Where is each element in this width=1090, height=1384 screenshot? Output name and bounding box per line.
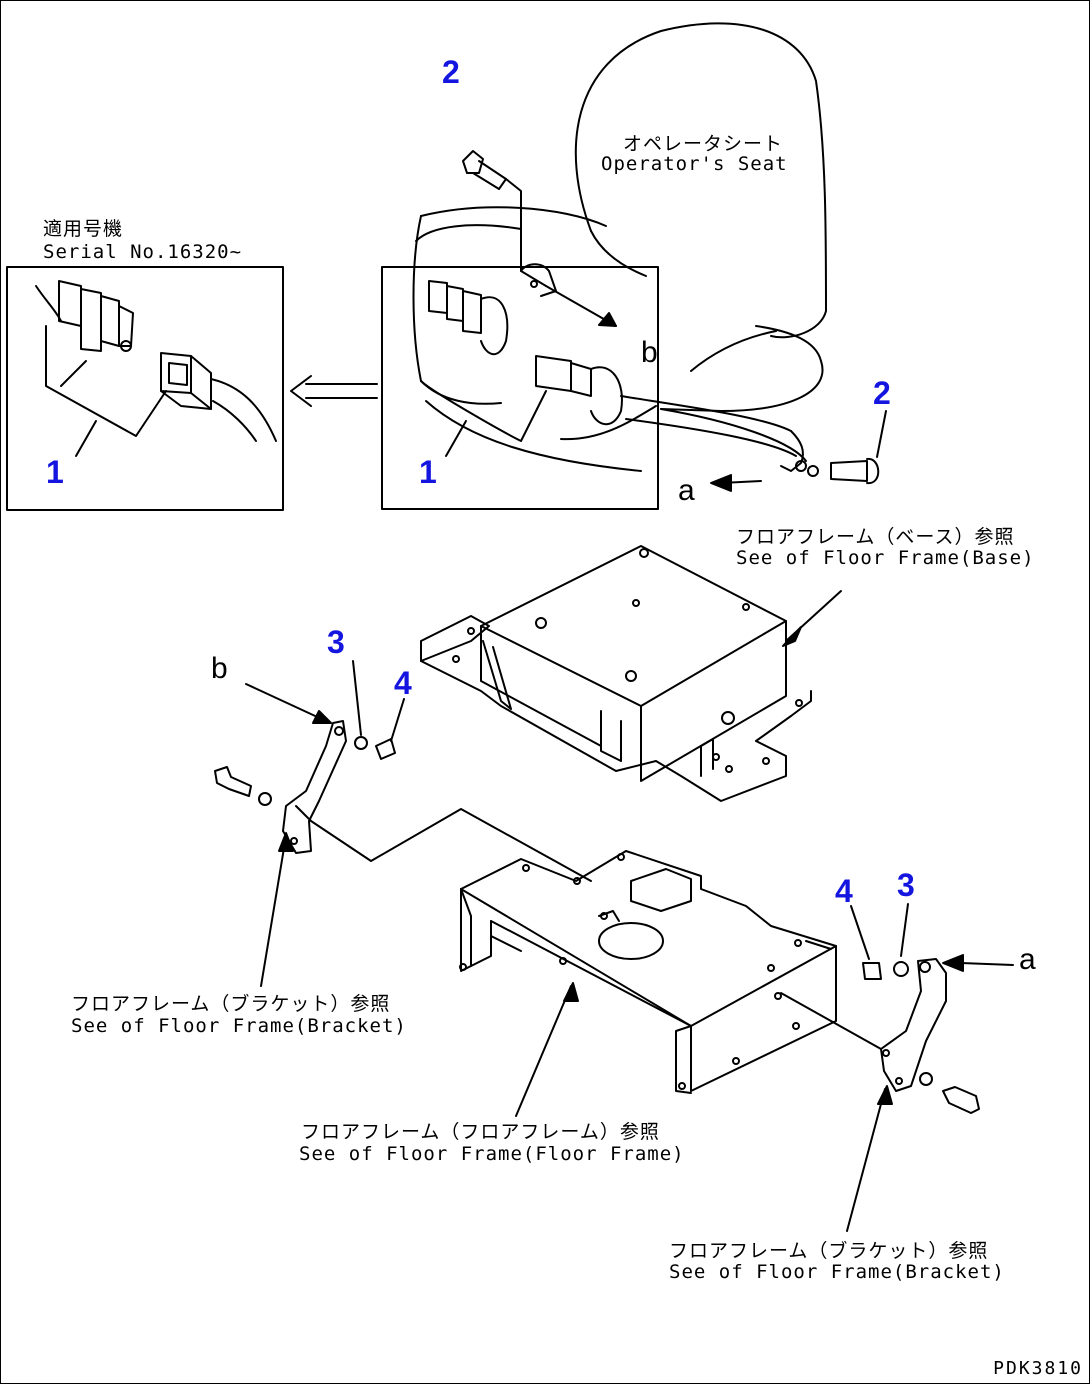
- leader-bracket-right: [846, 1088, 886, 1232]
- leader-b-left: [245, 683, 327, 722]
- arrow-a-top-head: [710, 474, 732, 492]
- bracket-left: [214, 720, 396, 854]
- base-label-jp: フロアフレーム（ベース）参照: [736, 526, 1015, 548]
- floor-label-en: See of Floor Frame(Floor Frame): [299, 1143, 685, 1165]
- callout-washer-left: 3: [327, 624, 345, 660]
- operator-seat: [412, 22, 827, 472]
- arrow-b-top-head: [598, 312, 617, 327]
- leader-b-left-head: [312, 710, 332, 724]
- seat-label-en: Operator's Seat: [601, 153, 788, 175]
- arrow-a-right-line: [960, 962, 1014, 966]
- transfer-arrow: [290, 375, 378, 407]
- letter-b-top: b: [641, 336, 658, 369]
- floor-label-jp: フロアフレーム（フロアフレーム）参照: [301, 1121, 660, 1143]
- callout-nut-left: 4: [394, 665, 412, 701]
- bracket-left-label-jp: フロアフレーム（ブラケット）参照: [71, 993, 391, 1015]
- leader-washer-right: [900, 903, 909, 957]
- letter-a-right: a: [1019, 943, 1036, 976]
- leader-floor-head: [563, 982, 579, 1002]
- bolt-right: [807, 410, 887, 485]
- bolt-top: [462, 150, 557, 297]
- detail-box-current: [381, 266, 659, 510]
- letter-a-top: a: [678, 474, 695, 507]
- seat-label-jp: オペレータシート: [623, 133, 784, 155]
- letter-b-left: b: [211, 652, 228, 685]
- leader-washer-left: [352, 660, 362, 736]
- bracket-left-link: [310, 808, 592, 882]
- callout-nut-right: 4: [835, 873, 853, 909]
- leader-nut-right: [850, 905, 870, 960]
- leader-bracket-right-head: [877, 1085, 893, 1105]
- leader-base-head: [782, 626, 802, 647]
- floor-frame-floor: [459, 850, 837, 1094]
- leader-belt-right: [420, 380, 547, 442]
- leader-belt-right-tick: [445, 420, 467, 457]
- leader-floor: [515, 985, 572, 1117]
- callout-belt-right: 1: [419, 454, 437, 490]
- bracket-right: [780, 958, 980, 1114]
- callout-belt-left: 1: [46, 454, 64, 490]
- seat-belt-left: [35, 280, 277, 442]
- leader-belt-left: [75, 420, 97, 457]
- bracket-right-label-en: See of Floor Frame(Bracket): [669, 1261, 1005, 1283]
- serial-label-jp: 適用号機: [43, 218, 124, 240]
- seat-belt-right: [428, 280, 807, 472]
- leader-bracket-left-head: [278, 832, 294, 852]
- bracket-left-label-en: See of Floor Frame(Bracket): [71, 1015, 407, 1037]
- arrow-a-right-head: [942, 954, 964, 972]
- callout-washer-right: 3: [897, 867, 915, 903]
- floor-frame-base: [420, 545, 812, 802]
- detail-box-serial: [6, 266, 284, 511]
- base-label-en: See of Floor Frame(Base): [736, 547, 1035, 569]
- leader-bracket-left: [260, 835, 287, 987]
- serial-label-en: Serial No.16320~: [43, 241, 243, 263]
- bracket-right-label-jp: フロアフレーム（ブラケット）参照: [669, 1240, 989, 1262]
- callout-bolt-right: 2: [873, 375, 891, 411]
- figure-code: PDK3810: [993, 1358, 1083, 1379]
- callout-bolt-top: 2: [442, 54, 460, 90]
- leader-nut-left: [390, 698, 405, 742]
